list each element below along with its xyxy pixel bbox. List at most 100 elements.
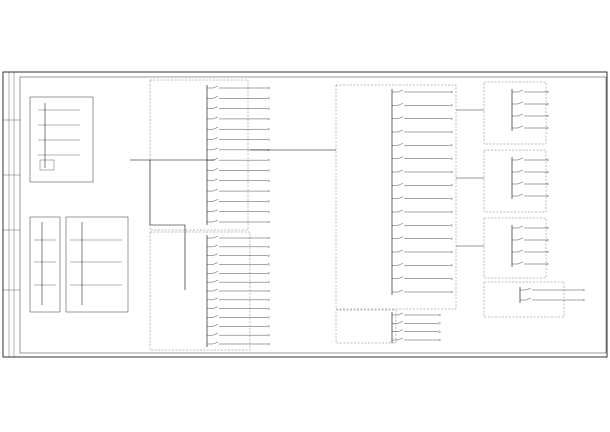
main-incoming-feeder xyxy=(130,159,215,290)
terminal-symbol xyxy=(450,197,453,200)
terminal-symbol xyxy=(450,131,453,133)
terminal-symbol xyxy=(438,314,441,316)
terminal-symbol xyxy=(546,239,549,241)
terminal-symbol xyxy=(546,171,549,173)
breaker-symbol xyxy=(397,116,404,119)
terminal-symbol xyxy=(267,281,270,284)
left-bottom-schematic-2 xyxy=(65,216,129,313)
terminal-symbol xyxy=(546,251,549,253)
breaker-symbol xyxy=(212,324,219,327)
breaker-symbol xyxy=(525,287,532,291)
terminal-symbol xyxy=(267,107,270,110)
breaker-symbol xyxy=(525,297,532,301)
breaker-symbol xyxy=(212,209,219,212)
terminal-symbol xyxy=(438,330,441,333)
terminal-symbol xyxy=(450,171,453,173)
breaker-symbol xyxy=(517,225,524,229)
terminal-symbol xyxy=(450,104,453,107)
breaker-symbol xyxy=(212,333,219,336)
breaker-symbol xyxy=(212,253,219,256)
breaker-symbol xyxy=(397,236,404,239)
terminal-symbol xyxy=(546,183,549,185)
breaker-symbol xyxy=(397,209,404,213)
terminal-symbol xyxy=(267,159,270,162)
drawing-inner-border xyxy=(19,76,607,354)
breaker-symbol xyxy=(212,271,219,274)
breaker-symbol xyxy=(397,103,404,106)
terminal-symbol xyxy=(546,159,549,161)
breaker-symbol xyxy=(397,329,404,332)
terminal-symbol xyxy=(546,115,549,117)
terminal-symbol xyxy=(267,245,270,248)
terminal-symbol xyxy=(582,299,585,301)
terminal-symbol xyxy=(450,144,453,147)
terminal-symbol xyxy=(450,184,453,187)
breaker-symbol xyxy=(397,183,404,186)
terminal-symbol xyxy=(267,325,270,328)
terminal-symbol xyxy=(267,290,270,292)
breaker-symbol xyxy=(397,321,404,324)
breaker-symbol xyxy=(212,219,219,223)
breaker-symbol xyxy=(212,96,219,99)
terminal-symbol xyxy=(438,322,441,325)
breaker-symbol xyxy=(212,199,219,202)
breaker-symbol xyxy=(517,101,524,105)
breaker-symbol xyxy=(397,276,404,279)
terminal-symbol xyxy=(267,97,270,100)
breaker-symbol xyxy=(397,337,404,341)
terminal-symbol xyxy=(438,339,441,341)
breaker-symbol xyxy=(212,127,219,130)
breaker-symbol xyxy=(397,312,404,316)
terminal-symbol xyxy=(546,263,549,265)
terminal-symbol xyxy=(450,264,453,267)
breaker-symbol xyxy=(212,147,219,151)
terminal-symbol xyxy=(450,224,453,227)
breaker-symbol xyxy=(517,181,524,185)
breaker-symbol xyxy=(517,237,524,241)
breaker-symbol xyxy=(397,223,404,226)
terminal-symbol xyxy=(267,254,270,257)
breaker-symbol xyxy=(517,113,524,117)
breaker-symbol xyxy=(212,235,219,239)
terminal-symbol xyxy=(267,169,270,172)
breaker-symbol xyxy=(212,262,219,265)
terminal-symbol xyxy=(267,87,270,89)
breaker-symbol xyxy=(517,157,524,161)
breaker-symbol xyxy=(212,85,219,89)
breaker-symbol xyxy=(397,196,404,199)
terminal-symbol xyxy=(267,316,270,319)
breaker-symbol xyxy=(397,143,404,146)
terminal-symbol xyxy=(267,179,270,182)
terminal-symbol xyxy=(267,307,270,310)
breaker-symbol xyxy=(397,263,404,266)
terminal-symbol xyxy=(267,190,270,193)
breaker-symbol xyxy=(212,157,219,161)
terminal-symbol xyxy=(267,263,270,266)
terminal-symbol xyxy=(267,237,270,239)
terminal-symbol xyxy=(267,272,270,275)
breaker-symbol xyxy=(397,249,404,253)
terminal-symbol xyxy=(546,227,549,229)
breaker-symbol xyxy=(212,315,219,318)
terminal-symbol xyxy=(267,343,270,345)
panel-enclosures xyxy=(149,79,565,351)
terminal-symbol xyxy=(546,127,549,129)
breaker-symbol xyxy=(212,306,219,309)
terminal-symbol xyxy=(450,277,453,280)
terminal-symbol xyxy=(450,91,453,93)
breaker-symbol xyxy=(397,169,404,173)
breaker-symbol xyxy=(212,280,219,283)
terminal-symbol xyxy=(267,128,270,131)
terminal-symbol xyxy=(450,211,453,213)
breaker-symbol xyxy=(397,129,404,133)
breaker-symbol xyxy=(212,106,219,109)
left-bottom-schematic-1 xyxy=(29,216,61,313)
breaker-symbol xyxy=(212,168,219,171)
breaker-symbol xyxy=(517,125,524,129)
terminal-symbol xyxy=(450,251,453,253)
breaker-symbol xyxy=(517,89,524,93)
breaker-symbol xyxy=(397,156,404,159)
terminal-symbol xyxy=(267,210,270,213)
terminal-symbol xyxy=(267,334,270,337)
